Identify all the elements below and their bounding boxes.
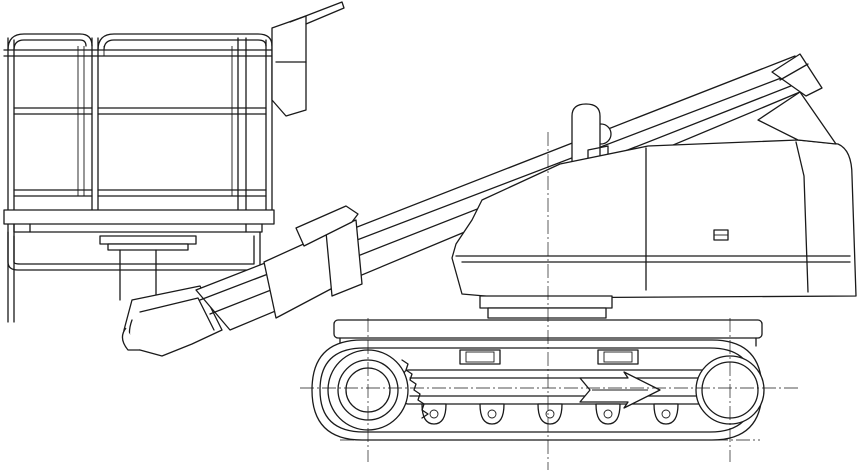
jib-and-rotator [121,285,223,357]
centerlines [300,132,800,470]
track-rollers [421,403,679,425]
turntable-housing [451,91,857,319]
work-platform-basket [3,1,345,323]
crawler-undercarriage [311,319,765,441]
